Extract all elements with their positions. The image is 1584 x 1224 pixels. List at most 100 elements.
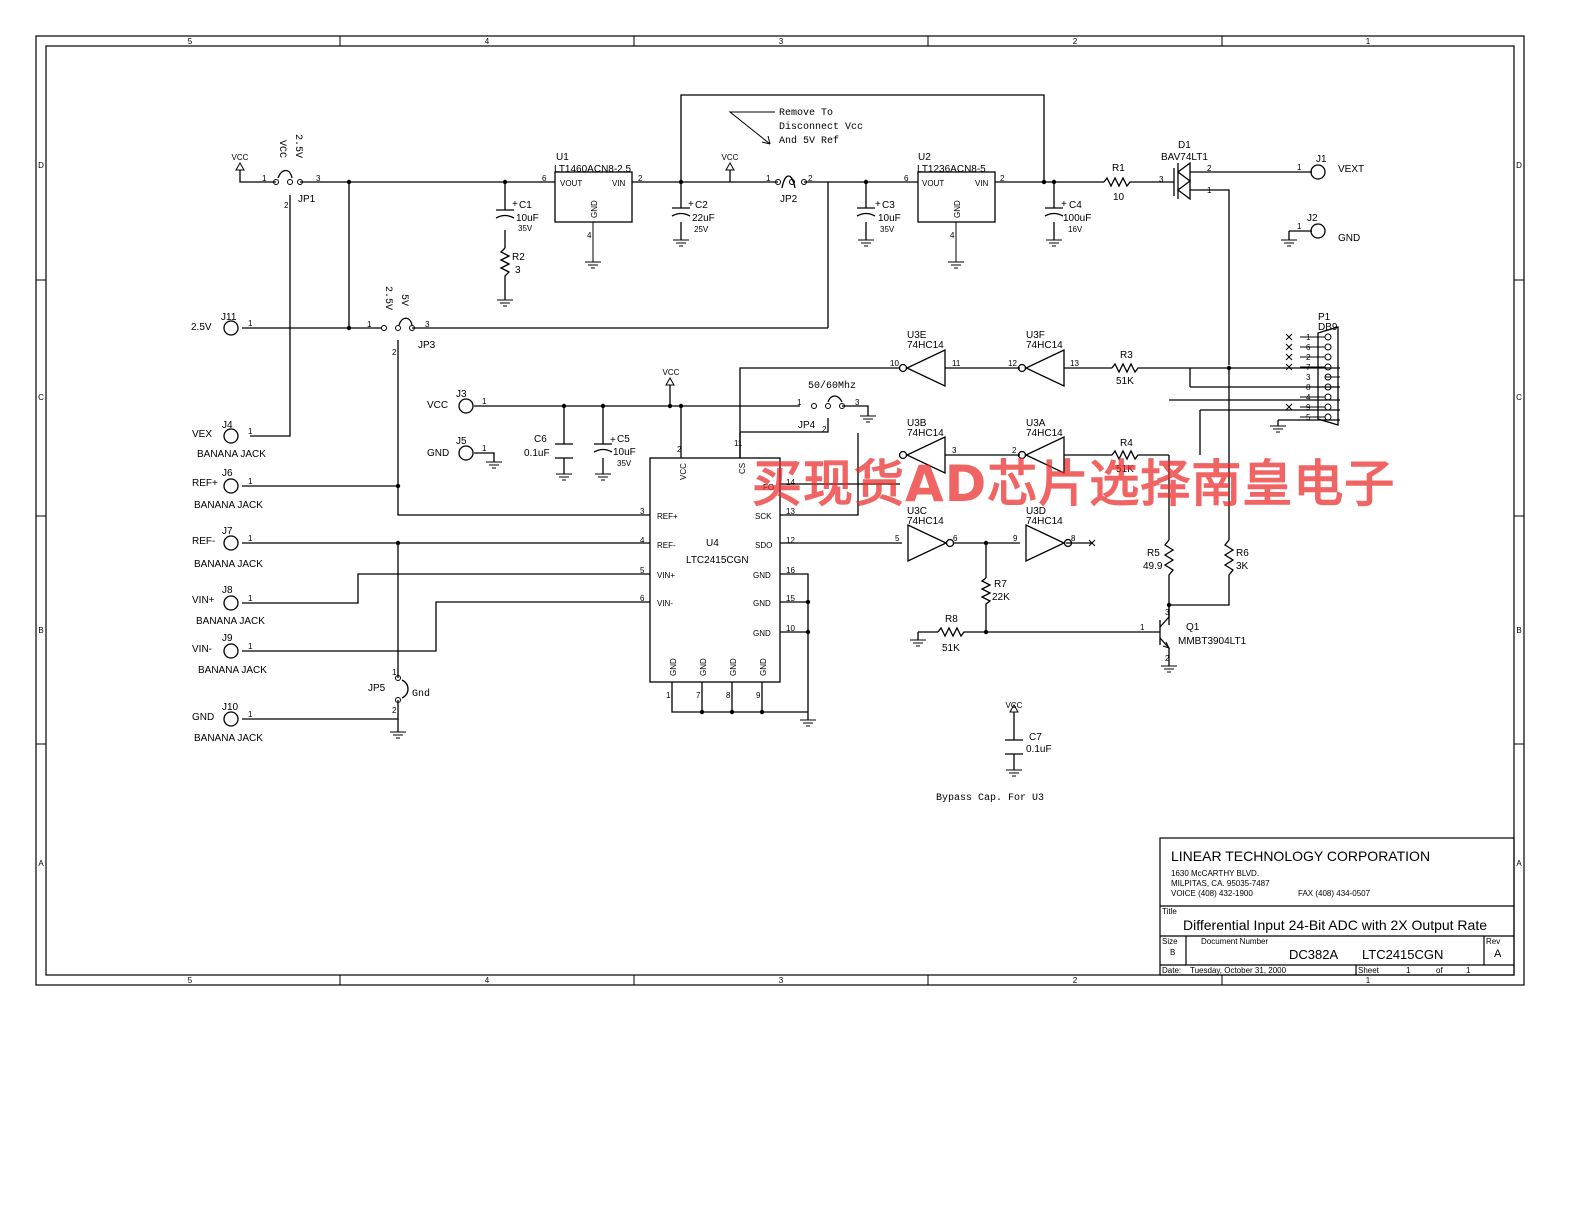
jack-j3: J3 VCC 1 bbox=[427, 389, 487, 414]
db9-connector: P1 DB9 1 6 2 7 3 8 4 9 5 bbox=[1285, 312, 1340, 426]
svg-text:2: 2 bbox=[284, 201, 289, 210]
svg-text:R1: R1 bbox=[1112, 163, 1125, 174]
svg-text:35V: 35V bbox=[880, 225, 895, 234]
jack-j2: J2 GND 1 bbox=[1297, 213, 1360, 244]
svg-text:9: 9 bbox=[1013, 534, 1018, 543]
svg-text:4: 4 bbox=[1306, 393, 1311, 402]
capacitors: + C1 10uF 35V + C2 22uF 25V + C3 10uF 35… bbox=[495, 199, 1091, 755]
svg-text:2.5V: 2.5V bbox=[191, 322, 212, 333]
capacitor-c4: + C4 100uF 16V bbox=[1044, 199, 1091, 234]
svg-text:1: 1 bbox=[248, 427, 253, 436]
resistor-r3: R3 51K bbox=[1111, 350, 1140, 387]
jack-j5: J5 GND 1 bbox=[427, 436, 487, 461]
jack-j11: J11 2.5V 1 bbox=[191, 312, 253, 336]
svg-text:100uF: 100uF bbox=[1063, 213, 1091, 224]
svg-text:2: 2 bbox=[1000, 174, 1005, 183]
svg-text:1: 1 bbox=[248, 642, 253, 651]
svg-text:LTC2415CGN: LTC2415CGN bbox=[686, 555, 749, 566]
svg-text:16: 16 bbox=[786, 566, 795, 575]
svg-text:51K: 51K bbox=[1116, 464, 1134, 475]
svg-text:J9: J9 bbox=[222, 633, 233, 644]
svg-text:8: 8 bbox=[1071, 534, 1076, 543]
svg-text:Size: Size bbox=[1162, 937, 1178, 946]
jumper-jp5: 12 JP5 Gnd bbox=[368, 668, 430, 715]
svg-text:10: 10 bbox=[786, 624, 795, 633]
svg-text:12: 12 bbox=[786, 536, 795, 545]
svg-text:1: 1 bbox=[248, 594, 253, 603]
svg-text:4: 4 bbox=[485, 976, 490, 985]
svg-text:1: 1 bbox=[248, 534, 253, 543]
svg-text:1: 1 bbox=[1306, 333, 1311, 342]
capacitor-c6: C6 0.1uF bbox=[524, 434, 573, 459]
svg-text:6: 6 bbox=[904, 174, 909, 183]
svg-text:C7: C7 bbox=[1029, 732, 1042, 743]
transistor-q1: Q1 MMBT3904LT1 132 bbox=[1140, 605, 1247, 663]
svg-text:2: 2 bbox=[1306, 353, 1311, 362]
svg-text:GND: GND bbox=[753, 629, 771, 638]
svg-text:GND: GND bbox=[1338, 233, 1360, 244]
svg-text:VCC: VCC bbox=[276, 140, 287, 158]
svg-text:+: + bbox=[1061, 199, 1067, 210]
svg-text:R3: R3 bbox=[1120, 350, 1133, 361]
svg-text:BANANA JACK: BANANA JACK bbox=[196, 616, 265, 627]
svg-text:C6: C6 bbox=[534, 434, 547, 445]
svg-text:U3A: U3A bbox=[1026, 418, 1046, 429]
svg-text:GND: GND bbox=[729, 658, 738, 676]
svg-text:5V: 5V bbox=[398, 294, 409, 306]
svg-text:6: 6 bbox=[640, 594, 645, 603]
svg-text:74HC14: 74HC14 bbox=[1026, 516, 1063, 527]
svg-text:1: 1 bbox=[1366, 37, 1371, 46]
svg-text:GND: GND bbox=[753, 599, 771, 608]
svg-text:R4: R4 bbox=[1120, 438, 1133, 449]
svg-text:U4: U4 bbox=[706, 538, 719, 549]
svg-text:3: 3 bbox=[779, 37, 784, 46]
svg-text:51K: 51K bbox=[942, 643, 960, 654]
svg-text:B: B bbox=[38, 626, 43, 635]
svg-text:VCC: VCC bbox=[663, 368, 680, 377]
jack-j8: J8 VIN+ BANANA JACK 1 bbox=[192, 585, 265, 627]
svg-text:1: 1 bbox=[367, 320, 372, 329]
svg-text:22K: 22K bbox=[992, 592, 1010, 603]
svg-text:8: 8 bbox=[1306, 383, 1311, 392]
svg-text:5: 5 bbox=[895, 534, 900, 543]
svg-text:GND: GND bbox=[427, 448, 449, 459]
svg-text:3: 3 bbox=[515, 265, 521, 276]
svg-text:2: 2 bbox=[822, 425, 827, 434]
svg-text:VCC: VCC bbox=[232, 153, 249, 162]
svg-text:Title: Title bbox=[1162, 907, 1177, 916]
svg-text:9: 9 bbox=[756, 691, 761, 700]
svg-text:D: D bbox=[38, 161, 44, 170]
svg-text:LT1236ACN8-5: LT1236ACN8-5 bbox=[917, 164, 986, 175]
border-column-marks: 5 4 3 2 1 5 4 3 2 1 bbox=[188, 37, 1371, 985]
svg-text:+: + bbox=[512, 199, 518, 210]
svg-text:Tuesday, October 31, 2000: Tuesday, October 31, 2000 bbox=[1190, 966, 1287, 975]
svg-text:74HC14: 74HC14 bbox=[907, 516, 944, 527]
svg-text:VIN-: VIN- bbox=[657, 599, 673, 608]
svg-text:5: 5 bbox=[1306, 413, 1311, 422]
svg-text:1: 1 bbox=[1406, 966, 1411, 975]
svg-text:3: 3 bbox=[640, 507, 645, 516]
svg-text:R6: R6 bbox=[1236, 548, 1249, 559]
svg-text:J7: J7 bbox=[222, 526, 233, 537]
svg-text:10: 10 bbox=[890, 359, 899, 368]
svg-text:6: 6 bbox=[953, 534, 958, 543]
svg-text:J10: J10 bbox=[222, 702, 239, 713]
vcc-symbols: VCC VCC VCC VCC bbox=[232, 153, 1023, 713]
svg-text:7: 7 bbox=[1306, 363, 1311, 372]
svg-text:LTC2415CGN: LTC2415CGN bbox=[1362, 947, 1443, 962]
svg-text:1: 1 bbox=[248, 477, 253, 486]
svg-text:1: 1 bbox=[248, 319, 253, 328]
svg-text:VIN: VIN bbox=[612, 179, 626, 188]
svg-text:REF-: REF- bbox=[657, 541, 676, 550]
svg-text:VEXT: VEXT bbox=[1338, 164, 1364, 175]
svg-text:FAX (408) 434-0507: FAX (408) 434-0507 bbox=[1298, 889, 1371, 898]
svg-text:1: 1 bbox=[482, 444, 487, 453]
svg-text:R7: R7 bbox=[994, 579, 1007, 590]
svg-text:A: A bbox=[38, 859, 44, 868]
capacitor-c3: + C3 10uF 35V bbox=[856, 199, 901, 234]
